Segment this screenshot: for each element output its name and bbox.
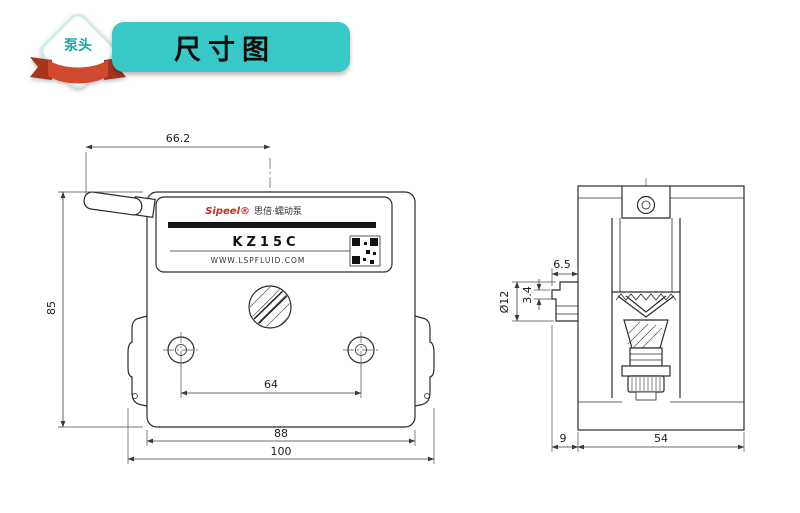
dim-port-depth: 9: [551, 325, 579, 452]
dim-port-step: 3.4: [521, 279, 554, 310]
top-port: [621, 186, 671, 219]
left-lever-pin: [132, 393, 138, 399]
knurl-lines: [631, 377, 661, 391]
v-groove-teeth: [615, 293, 677, 301]
knurled-knob: [627, 375, 665, 393]
panel-black-bar: [168, 222, 376, 228]
dim-port-depth-label: 9: [560, 432, 567, 445]
crank-handle: [83, 191, 143, 216]
knob-stub: [635, 391, 657, 401]
v-groove: [617, 295, 675, 318]
dim-hole-spacing: 64: [180, 364, 362, 398]
right-mounting-hole: [343, 332, 379, 368]
brand-name-cn: 思倍·蠕动泵: [254, 205, 302, 217]
qr-code-icon: [349, 235, 381, 267]
dim-body-width: 88: [146, 427, 416, 446]
dim-port-offset: 6.5: [551, 258, 579, 286]
side-view: 6.5 3.4 Ø12 9: [498, 178, 745, 452]
dim-tube-diameter: Ø12: [498, 281, 556, 322]
knob-flange: [621, 365, 671, 377]
dim-crank-to-center-label: 66.2: [166, 132, 191, 145]
dim-overall-height-label: 85: [45, 301, 58, 315]
front-view: Sipeel® 思倍·蠕动泵 KZ15C WWW.LSPFLUID.COM: [45, 132, 435, 464]
right-clamp-lever: [414, 315, 435, 407]
tube-port: [551, 281, 578, 322]
right-lever-pin: [424, 393, 430, 399]
dim-body-depth-label: 54: [654, 432, 668, 445]
dim-overall-width: 100: [127, 408, 435, 464]
title-banner: 尺寸图: [112, 22, 350, 72]
roller-mechanism: [578, 218, 744, 403]
label-panel: [155, 196, 393, 273]
left-mounting-hole: [163, 332, 199, 368]
ribbon-band-icon: [48, 60, 108, 84]
dim-hole-spacing-label: 64: [264, 378, 278, 391]
screw-slot-hatch: [250, 287, 290, 327]
website-text: WWW.LSPFLUID.COM: [211, 256, 306, 265]
dim-crank-to-center: 66.2: [85, 132, 271, 195]
dim-body-depth: 54: [577, 432, 745, 452]
brand-logo: Sipeel®: [205, 206, 250, 217]
dim-overall-width-label: 100: [271, 445, 292, 458]
adjust-stem: [629, 347, 663, 367]
left-clamp-lever: [127, 315, 148, 407]
dim-overall-height: 85: [45, 191, 143, 428]
model-number: KZ15C: [232, 235, 299, 250]
side-body-outline: [577, 185, 745, 431]
badge-label: 泵头: [64, 37, 92, 54]
ribbon-left-end-icon: [30, 57, 52, 80]
dim-port-offset-label: 6.5: [553, 258, 571, 271]
page-title: 尺寸图: [174, 34, 276, 66]
dim-body-width-label: 88: [274, 427, 288, 440]
center-screw: [248, 285, 292, 329]
dim-port-step-label: 3.4: [521, 286, 534, 304]
dim-tube-diameter-label: Ø12: [498, 291, 511, 314]
